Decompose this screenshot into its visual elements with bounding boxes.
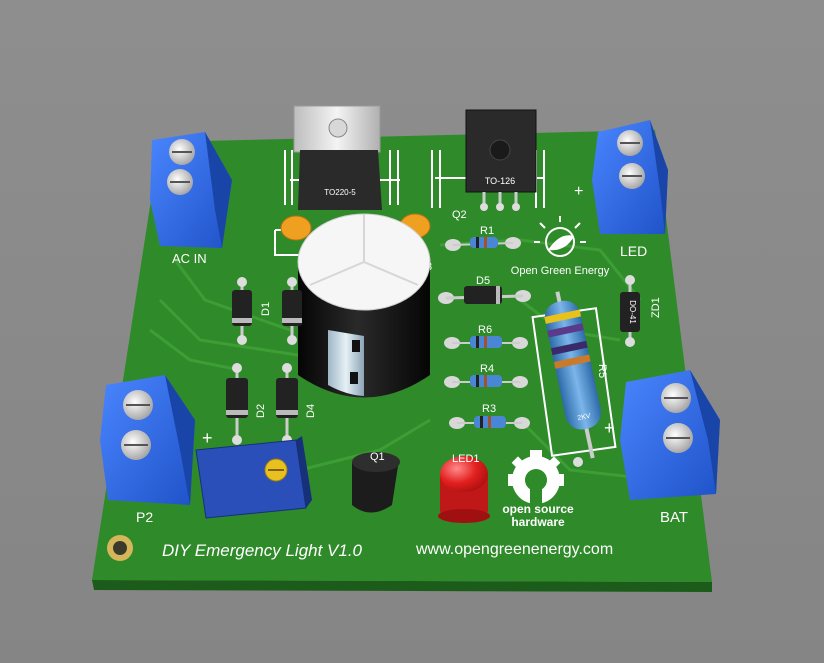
trimmer-potentiometer <box>195 436 312 519</box>
transistor-q1 <box>352 452 400 513</box>
resistor-r3 <box>449 416 530 429</box>
label-q1: Q1 <box>370 451 385 463</box>
brand-label: Open Green Energy <box>511 265 610 277</box>
ceramic-capacitor <box>280 215 312 241</box>
terminal-p2 <box>100 375 195 505</box>
board-website: www.opengreenenergy.com <box>415 541 613 558</box>
mounting-hole-icon <box>107 535 133 561</box>
terminal-led <box>592 120 668 234</box>
resistor-marking: 2KV <box>577 413 592 423</box>
label-zd1: ZD1 <box>650 297 662 318</box>
diode-d1 <box>232 277 252 345</box>
diode-d4 <box>276 363 298 445</box>
electrolytic-capacitor <box>297 213 431 398</box>
label-d4: D4 <box>305 404 317 418</box>
label-q2: Q2 <box>452 209 467 221</box>
label-r5: R5 <box>596 364 608 378</box>
plus-led: + <box>574 183 583 200</box>
resistor-r5: 2KV <box>531 291 617 467</box>
label-bat: BAT <box>660 509 688 526</box>
diode-d3 <box>282 277 302 345</box>
label-led: LED <box>620 243 647 259</box>
label-d2: D2 <box>255 404 267 418</box>
leaf-sun-icon <box>534 216 586 257</box>
led1 <box>438 456 490 523</box>
regulator-marking: TO220-5 <box>324 188 356 197</box>
diode-d5 <box>438 286 531 304</box>
resistor-r4 <box>444 375 528 388</box>
label-led1: LED1 <box>452 453 480 465</box>
terminal-ac-in <box>150 132 232 248</box>
label-r3: R3 <box>482 403 496 415</box>
pcb-edge <box>92 580 712 592</box>
transistor-marking: TO-126 <box>485 176 515 186</box>
oshw-gear-icon <box>508 450 564 506</box>
terminal-bat <box>620 370 720 500</box>
label-ac-in: AC IN <box>172 251 207 266</box>
label-r1: R1 <box>480 225 494 237</box>
resistor-r6 <box>444 336 528 349</box>
label-p2: P2 <box>136 509 153 525</box>
plus-bat: + <box>604 418 615 438</box>
board-title: DIY Emergency Light V1.0 <box>162 541 363 560</box>
transistor-q2: TO-126 <box>465 109 537 211</box>
oshw-line2: hardware <box>511 515 565 529</box>
label-d1: D1 <box>260 302 272 316</box>
resistor-r1 <box>445 237 521 251</box>
label-d5: D5 <box>476 275 490 287</box>
zener-marking: DO-41 <box>628 300 637 324</box>
plus-p2: + <box>202 428 213 448</box>
diode-d2 <box>226 363 248 445</box>
voltage-regulator: TO220-5 <box>293 105 382 210</box>
label-r4: R4 <box>480 363 494 375</box>
label-r6: R6 <box>478 324 492 336</box>
oshw-line1: open source <box>502 502 574 516</box>
zener-zd1: DO-41 <box>620 275 640 347</box>
